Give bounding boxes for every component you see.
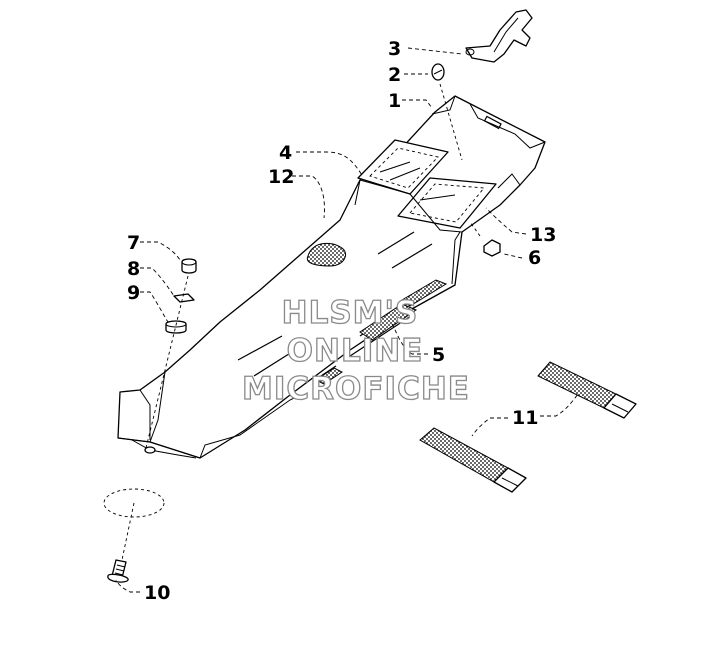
callout-8: 8 — [127, 258, 140, 280]
washer-8 — [173, 293, 195, 303]
decal-patch-12 — [306, 242, 346, 267]
fastener-2 — [431, 63, 463, 161]
screw-10 — [107, 559, 129, 583]
callout-2: 2 — [388, 64, 401, 86]
callout-7: 7 — [127, 232, 140, 254]
spacer-7 — [181, 258, 197, 274]
watermark: HLSM'S ONLINE MICROFICHE — [241, 294, 470, 407]
nut-6 — [469, 221, 501, 257]
leader-lines — [115, 47, 579, 593]
callout-5: 5 — [432, 344, 445, 366]
callout-9: 9 — [127, 282, 140, 304]
callout-12: 12 — [268, 166, 294, 188]
watermark-line-2: ONLINE — [287, 333, 424, 369]
handle-bracket-3 — [465, 9, 533, 63]
callout-1: 1 — [388, 90, 401, 112]
callout-13: 13 — [530, 224, 556, 246]
mount-hole — [144, 446, 156, 454]
traction-strip-11-lower — [419, 427, 527, 493]
traction-strip-11-upper — [537, 361, 637, 419]
screw-axis-line — [121, 502, 135, 561]
watermark-line-1: HLSM'S — [282, 295, 419, 331]
callout-11: 11 — [512, 407, 538, 429]
callout-6: 6 — [528, 247, 541, 269]
grommet-9 — [165, 320, 187, 334]
panel-recess-outline — [354, 179, 463, 233]
callout-labels: 3 2 1 4 12 13 6 7 8 9 5 11 10 — [127, 38, 556, 604]
mount-footprint-outline — [103, 488, 165, 518]
watermark-line-3: MICROFICHE — [242, 371, 470, 407]
callout-10: 10 — [144, 582, 170, 604]
plate-ribs — [237, 231, 448, 385]
panel-pad-13 — [397, 177, 497, 229]
callout-3: 3 — [388, 38, 401, 60]
callout-4: 4 — [279, 142, 292, 164]
